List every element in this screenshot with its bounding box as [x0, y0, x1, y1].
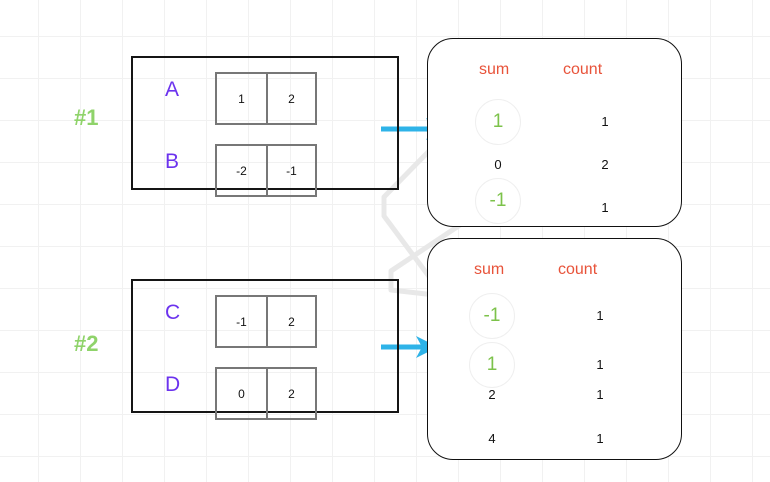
- row-cells-d: 0 2: [215, 367, 317, 420]
- cell-d-1: 2: [266, 369, 315, 418]
- result-panel-1: sum count 1 1 0 2 -1 1: [427, 38, 682, 227]
- group-label-2: #2: [74, 331, 99, 356]
- panel2-count-3: 1: [596, 431, 604, 446]
- panel2-sum-3: 4: [488, 431, 496, 446]
- cell-a-1: 2: [266, 74, 315, 123]
- row-cells-b: -2 -1: [215, 144, 317, 197]
- input-block-group-1: A 1 2 B -2 -1: [131, 56, 399, 197]
- panel2-count-1: 1: [596, 357, 604, 372]
- panel2-count-2: 1: [596, 387, 604, 402]
- panel2-sum-2: 2: [488, 387, 496, 402]
- panel1-sum-1: 0: [494, 157, 502, 172]
- row-label-b: B: [165, 150, 180, 173]
- panel1-header-count: count: [563, 61, 603, 78]
- result-panel-2: sum count -1 1 1 1 2 1 4 1: [427, 238, 682, 460]
- cell-b-0: -2: [236, 163, 247, 178]
- panel2-count-0: 1: [596, 308, 604, 323]
- panel2-sum-0: -1: [469, 293, 515, 339]
- row-cells-a: 1 2: [215, 72, 317, 125]
- panel1-count-1: 2: [601, 157, 609, 172]
- row-cells-c: -1 2: [215, 295, 317, 348]
- row-label-d: D: [165, 373, 181, 396]
- panel1-count-0: 1: [601, 114, 609, 129]
- panel1-sum-0: 1: [475, 99, 521, 145]
- cell-d-0: 0: [238, 386, 245, 401]
- cell-b-1: -1: [266, 146, 315, 195]
- cell-a-0: 1: [238, 91, 245, 106]
- panel2-header-sum: sum: [474, 261, 505, 278]
- panel2-sum-1: 1: [469, 342, 515, 388]
- row-label-a: A: [165, 78, 180, 101]
- input-block-group-2: C -1 2 D 0 2: [131, 279, 399, 420]
- panel2-header-count: count: [558, 261, 598, 278]
- panel1-header-sum: sum: [479, 61, 510, 78]
- group-label-1: #1: [74, 105, 99, 130]
- panel1-sum-2: -1: [475, 178, 521, 224]
- panel1-count-2: 1: [601, 200, 609, 215]
- row-label-c: C: [165, 301, 181, 324]
- cell-c-0: -1: [236, 314, 247, 329]
- cell-c-1: 2: [266, 297, 315, 346]
